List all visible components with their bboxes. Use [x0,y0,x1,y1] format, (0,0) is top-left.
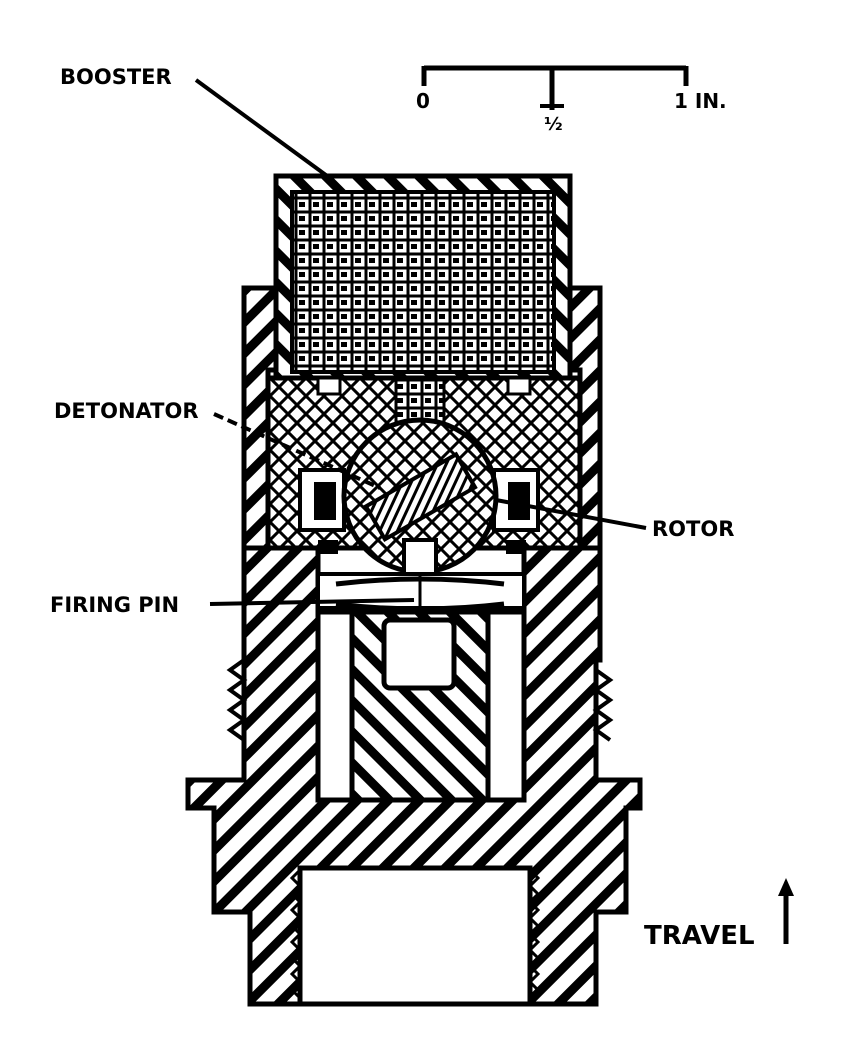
rotor [341,417,499,576]
scale-bar: 0 ½ 1 IN. [416,65,727,135]
scale-half-label: ½ [544,114,563,135]
scale-one-inch-label: 1 IN. [674,89,727,113]
travel-arrow-icon [778,878,794,944]
firing-pin-label: FIRING PIN [50,593,179,617]
travel-label: TRAVEL [644,921,755,951]
detonator-label: DETONATOR [54,399,199,423]
scale-zero-label: 0 [416,89,430,113]
rotor-leader [495,498,647,530]
booster-label: BOOSTER [60,65,172,89]
rotor-label: ROTOR [652,517,734,541]
booster-charge [273,173,573,381]
detonator-leader [213,412,381,490]
firing-pin-leader [209,598,415,606]
firing-pin [315,572,527,803]
